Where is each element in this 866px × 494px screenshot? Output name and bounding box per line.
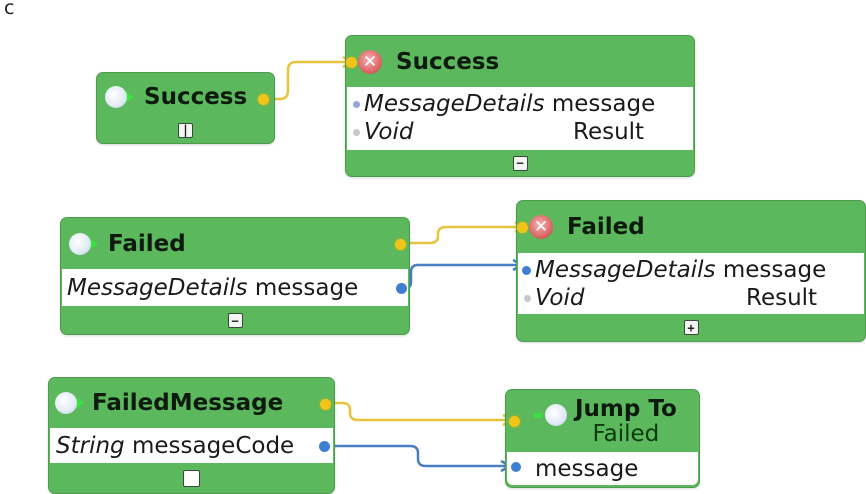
exec-output-port[interactable]	[395, 239, 406, 250]
wire-data-messagecode[interactable]	[323, 444, 510, 468]
param-row: Void Result	[518, 284, 864, 312]
param-row: MessageDetails message	[518, 256, 864, 284]
exec-input-port[interactable]	[517, 222, 528, 233]
expand-toggle-button[interactable]: |	[178, 122, 193, 138]
param-name: Result	[573, 119, 645, 145]
node-failedmessage-event[interactable]: FailedMessage String messageCode	[48, 377, 335, 494]
node-title: FailedMessage	[92, 390, 284, 416]
wire-exec-failed[interactable]	[400, 225, 524, 245]
node-title: Failed	[567, 214, 645, 240]
toggle-button[interactable]	[183, 469, 200, 487]
return-port	[524, 294, 531, 302]
node-title: Jump To	[575, 396, 677, 422]
node-success-event[interactable]: Success |	[96, 72, 275, 144]
param-type: MessageDetails	[67, 274, 248, 301]
node-title: Success	[144, 84, 248, 110]
param-row: MessageDetails message	[62, 269, 408, 306]
data-output-port[interactable]	[319, 441, 330, 452]
param-name: message	[551, 91, 656, 117]
param-type: Void	[364, 119, 414, 145]
exec-output-port[interactable]	[258, 94, 269, 105]
param-name: message	[254, 274, 359, 301]
data-input-port[interactable]	[522, 265, 531, 275]
error-x-icon: ✕	[529, 215, 553, 239]
param-name: message	[722, 257, 827, 283]
event-trigger-icon	[105, 86, 134, 108]
param-type: Void	[535, 285, 585, 311]
exec-output-port[interactable]	[320, 399, 331, 410]
param-row: MessageDetails message	[347, 90, 693, 118]
wire-exec-success[interactable]	[266, 60, 352, 101]
param-name: messageCode	[131, 432, 295, 459]
wire-exec-failedmessage[interactable]	[326, 401, 512, 422]
param-type: MessageDetails	[535, 257, 716, 283]
exec-input-port[interactable]	[509, 416, 520, 427]
data-input-port[interactable]	[353, 100, 360, 108]
panel-label: c	[4, 0, 15, 19]
param-type: MessageDetails	[364, 91, 545, 117]
return-port	[353, 128, 360, 136]
collapse-toggle-button[interactable]: −	[512, 155, 528, 171]
param-row: Void Result	[347, 118, 693, 146]
node-failed-handler[interactable]: ✕ Failed MessageDetails message Void Res…	[516, 200, 866, 342]
event-trigger-icon	[55, 392, 84, 414]
data-input-port[interactable]	[511, 462, 521, 472]
node-subtitle: Failed	[592, 421, 660, 447]
node-title: Failed	[108, 230, 186, 257]
error-x-icon: ✕	[358, 49, 382, 74]
node-jump-to[interactable]: Jump To Failed message	[505, 389, 700, 488]
wire-data-failed-message[interactable]	[401, 263, 522, 290]
jump-target-icon	[534, 404, 567, 426]
node-failed-event[interactable]: Failed MessageDetails message −	[60, 217, 410, 335]
param-type: String	[56, 432, 125, 459]
data-output-port[interactable]	[396, 283, 407, 294]
node-success-handler[interactable]: ✕ Success MessageDetails message Void Re…	[345, 35, 695, 177]
node-title: Success	[396, 48, 500, 75]
param-name: message	[535, 455, 639, 482]
param-name: Result	[746, 285, 818, 311]
expand-toggle-button[interactable]: +	[683, 320, 699, 335]
event-trigger-icon	[69, 232, 98, 255]
exec-input-port[interactable]	[346, 57, 357, 68]
param-row: message	[507, 452, 698, 485]
param-row: String messageCode	[50, 428, 333, 463]
collapse-toggle-button[interactable]: −	[227, 313, 243, 328]
